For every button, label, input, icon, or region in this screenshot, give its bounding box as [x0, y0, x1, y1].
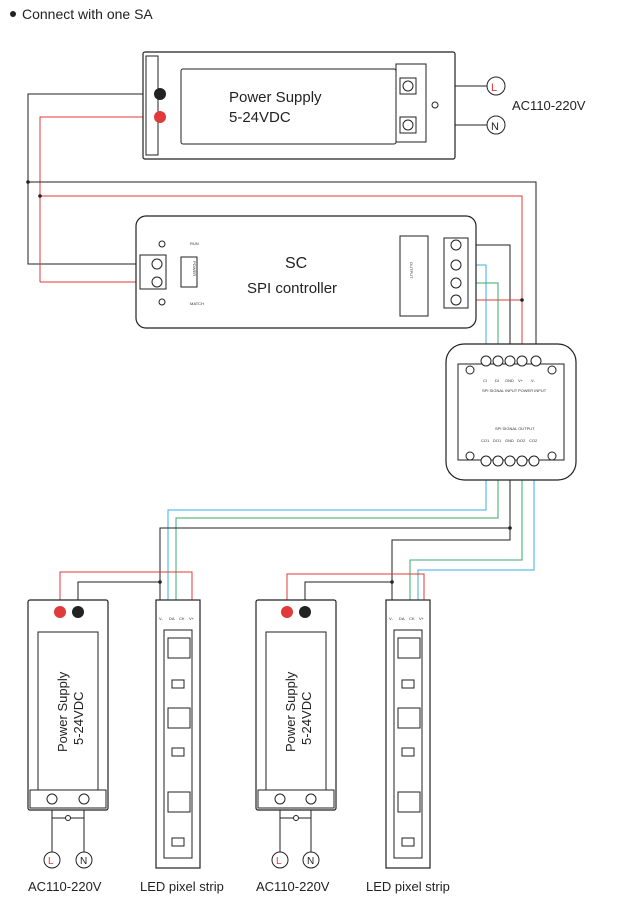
ctrl-output-label: OUTPUT [409, 262, 414, 279]
heading: Connect with one SA [22, 6, 153, 22]
bl-strip-pin-3: CK [179, 616, 185, 621]
amp-out-caption: SPI SIGNAL OUTPUT [495, 426, 535, 431]
bl-live-icon [43, 851, 61, 869]
main-psu-line2: 5-24VDC [229, 109, 291, 126]
bottom-right-led-strip: V- DA CK V+ [385, 599, 431, 869]
ctrl-power-label: POWER [192, 261, 197, 276]
signal-amplifier: CI DI GND V+ V- SPI SIGNAL INPUT POWER I… [445, 343, 577, 481]
ctrl-out-vplus-screw-icon [450, 294, 462, 306]
ctrl-vminus-screw-icon [151, 258, 163, 270]
br-live-label: L [276, 856, 282, 867]
wire-ctrl-da [468, 282, 499, 354]
br-psu-l-screw-icon [274, 793, 286, 805]
br-live-icon [271, 851, 289, 869]
amp-output-terminals [480, 455, 540, 467]
ctrl-vplus-screw-icon [151, 276, 163, 288]
wire-ctrl-vminus [468, 244, 511, 354]
amp-out-pin-1: CO1 [481, 438, 490, 443]
main-psu-ac-n-screw-icon [402, 119, 414, 131]
bottom-left-power-supply: Power Supply 5-24VDC [27, 599, 109, 811]
bl-psu-vplus-terminal [54, 606, 66, 618]
br-psu-vminus-terminal [299, 606, 311, 618]
bottom-right-power-supply: Power Supply 5-24VDC [255, 599, 337, 811]
bottom-left-led-strip: V- DA CK V+ [155, 599, 201, 869]
amp-input-terminals [480, 355, 542, 367]
amp-out-pin-2: DO1 [493, 438, 502, 443]
main-neutral-label: N [491, 121, 499, 133]
br-psu-n-screw-icon [305, 793, 317, 805]
main-mains-label: AC110-220V [512, 98, 586, 113]
br-psu-line2: 5-24VDC [299, 692, 314, 745]
wire-out-do2 [409, 468, 523, 600]
amp-in-pin-4: V+ [518, 378, 524, 383]
bl-neutral-label: N [80, 856, 87, 867]
bl-strip-pin-4: V+ [189, 616, 195, 621]
bl-mains-label: AC110-220V [28, 879, 102, 894]
wire-out-gnd [159, 468, 511, 600]
amp-in-pin-1: CI [483, 378, 487, 383]
amp-out-pin-4: DO2 [517, 438, 526, 443]
amp-in-pin-3: GND [505, 378, 514, 383]
ctrl-run-label: RUN [190, 241, 199, 246]
spi-controller: RUN MATCH POWER SC SPI controller OUTPUT [135, 215, 477, 329]
br-strip-pin-1: V- [389, 616, 393, 621]
ctrl-out-ck-screw-icon [450, 259, 462, 271]
main-psu-ac-l-screw-icon [402, 80, 414, 92]
bl-psu-line1: Power Supply [55, 671, 70, 752]
main-live-label: L [491, 82, 497, 94]
heading-bullet-icon [10, 11, 16, 17]
br-strip-pin-4: V+ [419, 616, 425, 621]
ctrl-title-sc: SC [285, 255, 307, 272]
bl-psu-n-screw-icon [78, 793, 90, 805]
main-psu-line1: Power Supply [229, 89, 322, 106]
wire-br-vplus [286, 573, 425, 610]
main-live-icon [486, 76, 506, 96]
ctrl-out-vminus-screw-icon [450, 239, 462, 251]
bl-strip-pin-1: V- [159, 616, 163, 621]
amp-in-pin-5: V- [531, 378, 535, 383]
junction-dots [26, 180, 524, 821]
amp-out-pin-3: GND [505, 438, 514, 443]
main-neutral-icon [486, 115, 506, 135]
wire-out-do1 [175, 468, 499, 600]
amp-in-pin-2: DI [495, 378, 499, 383]
main-psu-vminus-terminal [154, 88, 166, 100]
br-strip-pin-3: CK [409, 616, 415, 621]
ctrl-title-spi: SPI controller [247, 280, 337, 297]
wire-out-gnd2 [391, 528, 511, 600]
ctrl-match-label: MATCH [190, 301, 204, 306]
main-power-supply: Power Supply 5-24VDC [142, 51, 456, 160]
br-psu-vplus-terminal [281, 606, 293, 618]
bl-psu-vminus-terminal [72, 606, 84, 618]
main-psu-vplus-terminal [154, 111, 166, 123]
wire-main-vminus [27, 93, 160, 265]
br-neutral-icon [302, 851, 320, 869]
amp-out-pin-5: CO2 [529, 438, 538, 443]
bl-psu-line2: 5-24VDC [71, 692, 86, 745]
amp-in-caption-1: SPI SIGNAL INPUT [482, 388, 518, 393]
bl-strip-label: LED pixel strip [140, 879, 224, 894]
br-neutral-label: N [307, 856, 314, 867]
br-mains-label: AC110-220V [256, 879, 330, 894]
wire-bl-vplus [59, 571, 193, 610]
bl-neutral-icon [75, 851, 93, 869]
wire-out-co2 [417, 468, 535, 600]
br-strip-pin-2: DA [399, 616, 405, 621]
amp-in-caption-2: POWER INPUT [518, 388, 547, 393]
bl-strip-pin-2: DA [169, 616, 175, 621]
br-psu-line1: Power Supply [283, 671, 298, 752]
bl-live-label: L [48, 856, 54, 867]
br-strip-label: LED pixel strip [366, 879, 450, 894]
ctrl-out-da-screw-icon [450, 277, 462, 289]
bl-psu-l-screw-icon [46, 793, 58, 805]
wire-main-vminus-amp [28, 181, 537, 354]
wire-out-co1 [167, 468, 487, 600]
